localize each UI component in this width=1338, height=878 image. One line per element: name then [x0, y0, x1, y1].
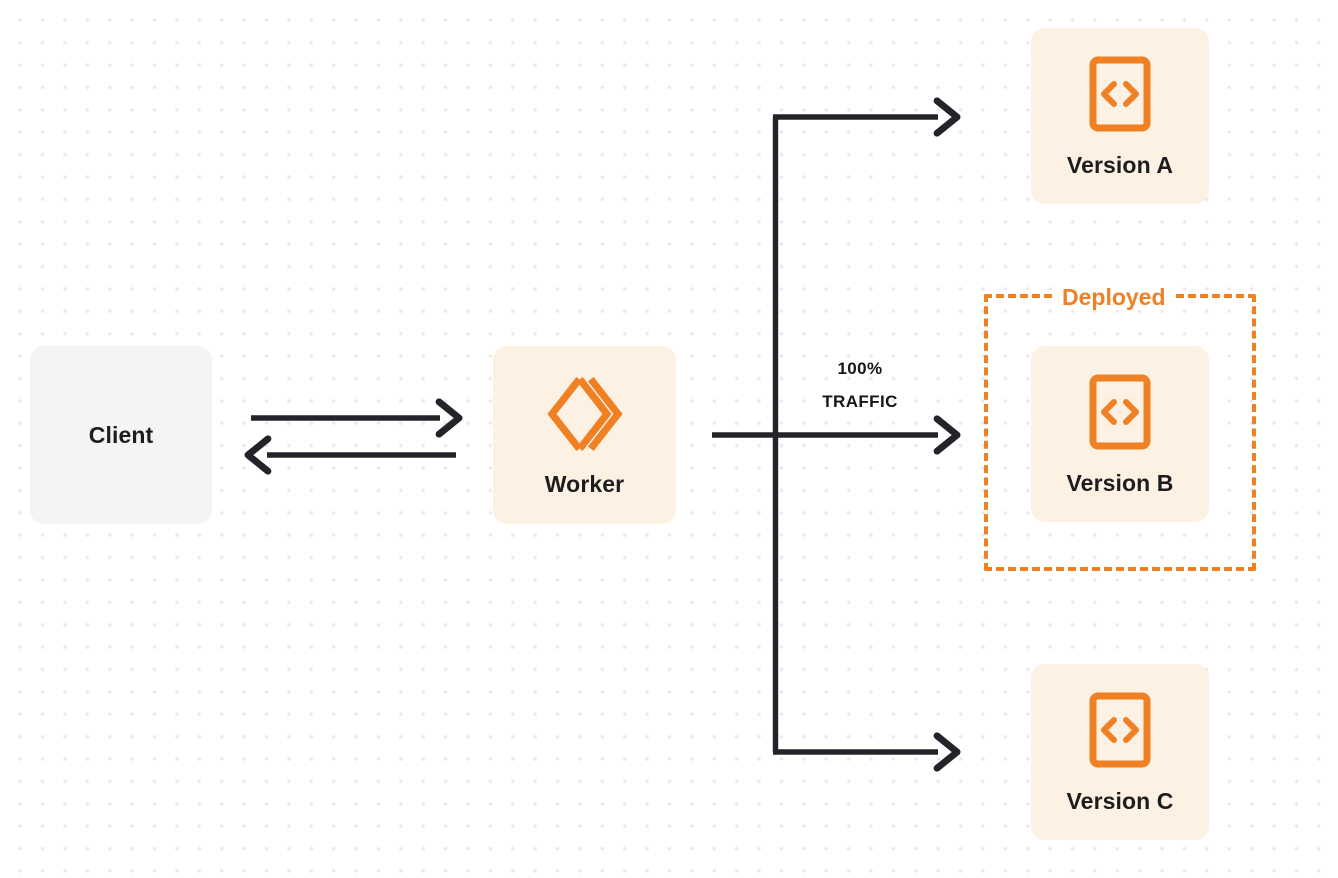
code-file-icon	[1089, 692, 1151, 768]
node-worker-label: Worker	[544, 470, 625, 497]
node-version-c-label: Version C	[1066, 787, 1174, 814]
node-client[interactable]: Client	[30, 346, 212, 524]
traffic-label: 100% TRAFFIC	[790, 352, 930, 418]
node-version-c[interactable]: Version C	[1031, 664, 1209, 840]
node-worker[interactable]: Worker	[493, 346, 676, 524]
node-version-a[interactable]: Version A	[1031, 28, 1209, 204]
node-version-b-label: Version B	[1066, 469, 1174, 496]
node-client-label: Client	[88, 421, 154, 448]
node-version-b[interactable]: Version B	[1031, 346, 1209, 522]
traffic-unit-text: TRAFFIC	[822, 392, 898, 411]
traffic-percent-text: 100%	[837, 359, 883, 378]
deployed-group-label: Deployed	[1054, 285, 1174, 309]
cloudflare-workers-logo-icon	[546, 375, 624, 453]
code-file-icon	[1089, 56, 1151, 132]
code-file-icon	[1089, 374, 1151, 450]
node-version-a-label: Version A	[1066, 151, 1174, 178]
